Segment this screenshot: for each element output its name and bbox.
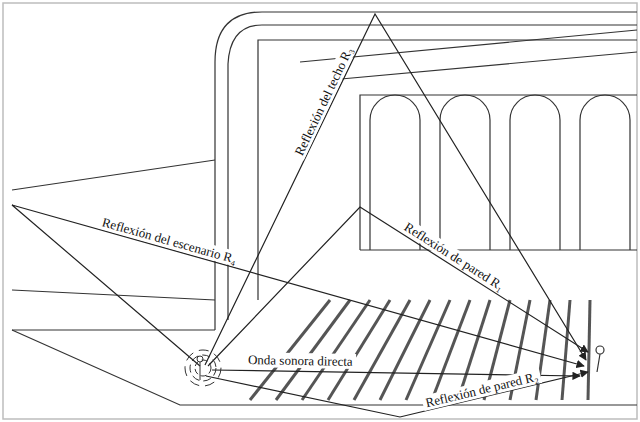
sound-rays <box>12 14 588 417</box>
frame <box>3 3 637 419</box>
hall-structure <box>12 12 637 405</box>
speaker-figure <box>185 350 221 386</box>
ray-label-holder: Onda sonora directa <box>245 350 356 370</box>
listener-figure <box>596 346 604 372</box>
ray-label: Onda sonora directa <box>245 352 356 369</box>
pews <box>250 300 590 400</box>
